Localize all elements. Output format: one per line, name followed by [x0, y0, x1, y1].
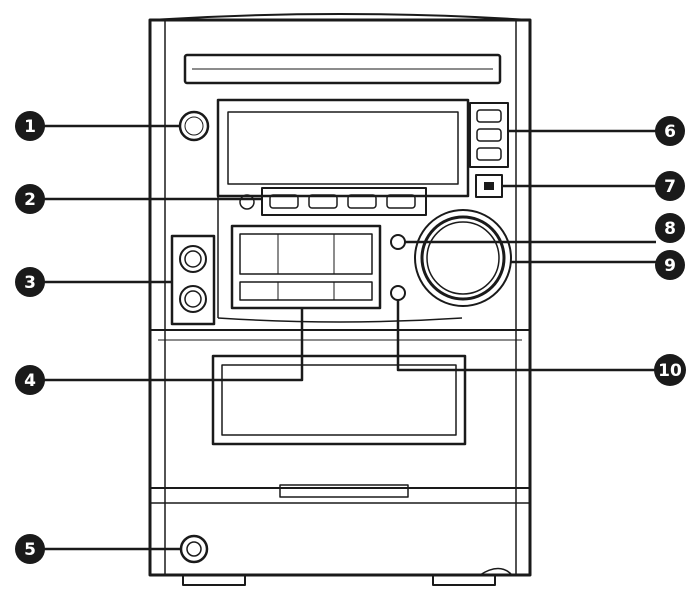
callout-5: 5	[15, 534, 45, 564]
disc-slot[interactable]	[183, 53, 502, 85]
play-mode-button-group	[261, 187, 427, 216]
callout-4: 4	[15, 365, 45, 395]
callout-10: 10	[654, 354, 686, 386]
play-mode-button-3[interactable]	[347, 194, 377, 209]
right-foot	[432, 574, 496, 586]
disc-2-button[interactable]	[476, 128, 502, 142]
small-round-button[interactable]	[239, 194, 255, 210]
svg-text:5: 5	[24, 540, 36, 560]
callout-2: 2	[15, 184, 45, 214]
svg-text:3: 3	[24, 273, 36, 293]
button-8[interactable]	[390, 234, 406, 250]
headphone-jack[interactable]	[179, 534, 209, 564]
volume-dial[interactable]	[414, 209, 512, 307]
svg-text:4: 4	[24, 371, 36, 391]
disc-select-button-group	[469, 102, 509, 168]
svg-text:1: 1	[24, 117, 36, 137]
callout-7: 7	[655, 171, 685, 201]
svg-text:2: 2	[24, 190, 36, 210]
svg-text:6: 6	[664, 122, 676, 142]
disc-1-button[interactable]	[476, 109, 502, 123]
display-window	[216, 98, 470, 198]
callout-9: 9	[655, 250, 685, 280]
lower-cassette-door[interactable]	[150, 329, 530, 446]
callout-6: 6	[655, 116, 685, 146]
svg-text:10: 10	[658, 361, 682, 381]
callout-1: 1	[15, 111, 45, 141]
svg-text:7: 7	[664, 177, 676, 197]
play-mode-button-1[interactable]	[269, 194, 299, 209]
button-10[interactable]	[390, 285, 406, 301]
jack-upper[interactable]	[179, 245, 207, 273]
jack-lower[interactable]	[179, 285, 207, 313]
svg-text:8: 8	[664, 219, 676, 239]
callout-8: 8	[655, 213, 685, 243]
callout-3: 3	[15, 267, 45, 297]
jack-panel	[170, 234, 216, 326]
cabinet	[148, 13, 532, 577]
power-knob[interactable]	[178, 110, 210, 142]
svg-text:9: 9	[664, 256, 676, 276]
tape-deck-panel	[230, 224, 382, 310]
disc-3-button[interactable]	[476, 147, 502, 161]
play-mode-button-2[interactable]	[308, 194, 338, 209]
left-foot	[182, 574, 246, 586]
play-mode-button-4[interactable]	[386, 194, 416, 209]
